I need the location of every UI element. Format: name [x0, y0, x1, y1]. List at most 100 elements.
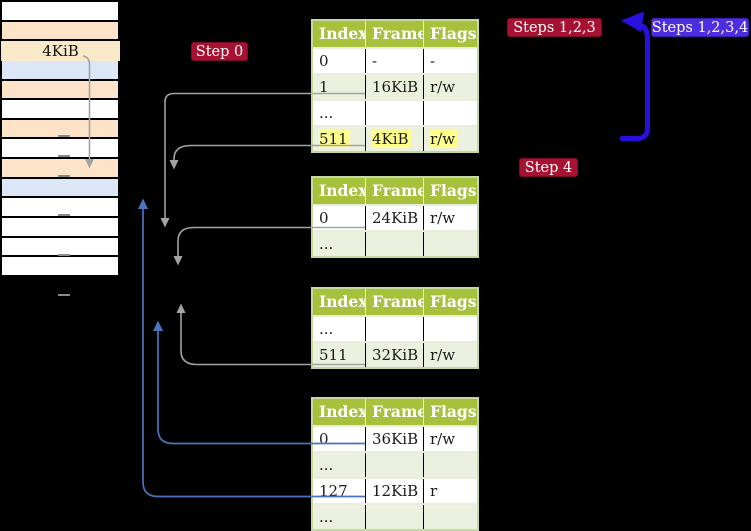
table-header-row: Index Frame Flags	[313, 178, 477, 204]
page-table-3: Index Frame Flags ... 511 32KiB r/w	[311, 287, 479, 369]
table-cell: 127	[319, 482, 348, 500]
table-cell	[365, 317, 423, 341]
memory-frame-row	[2, 176, 118, 197]
table-cell	[365, 101, 423, 125]
column-header: Index	[319, 292, 365, 311]
address-tick	[58, 214, 70, 216]
address-tick	[58, 294, 70, 296]
table-row: ...	[313, 230, 477, 256]
step-4-badge: Step 4	[519, 158, 578, 177]
table-cell: ...	[319, 104, 334, 122]
table-row: 0 - -	[313, 47, 477, 73]
table-cell: r/w	[423, 75, 477, 99]
table-cell: r	[423, 479, 477, 503]
memory-frame-row	[2, 2, 118, 20]
table-cell: -	[423, 49, 477, 73]
table-header-row: Index Frame Flags	[313, 21, 477, 47]
memory-frame-row	[2, 58, 118, 79]
table-cell	[423, 505, 477, 529]
table-cell	[423, 317, 477, 341]
table-cell: 4KiB	[365, 127, 423, 151]
table-cell: r/w	[423, 343, 477, 367]
column-header: Frame	[365, 21, 423, 47]
address-tick	[58, 155, 70, 157]
table-cell: 12KiB	[365, 479, 423, 503]
memory-frame-row	[2, 196, 118, 217]
arrowhead-up	[138, 198, 148, 209]
address-tick	[58, 254, 70, 256]
arrowhead-down	[160, 218, 170, 228]
table-row: 1 16KiB r/w	[313, 73, 477, 99]
table-row: ...	[313, 99, 477, 125]
column-header: Index	[319, 402, 365, 421]
table-cell: 1	[319, 78, 329, 96]
table-cell: 511	[313, 127, 365, 151]
loop-arrowhead-left	[621, 11, 644, 32]
table-cell: 0	[319, 52, 329, 70]
table-row: ...	[313, 451, 477, 477]
table-cell	[365, 232, 423, 256]
table-cell: 32KiB	[365, 343, 423, 367]
table-cell	[365, 453, 423, 477]
table-cell	[423, 101, 477, 125]
table-header-row: Index Frame Flags	[313, 289, 477, 315]
arrowhead-up	[176, 303, 186, 313]
loop-arrow	[619, 22, 650, 141]
table-cell: 36KiB	[365, 427, 423, 451]
table-header-row: Index Frame Flags	[313, 399, 477, 425]
steps-123-badge: Steps 1,2,3	[507, 18, 602, 37]
table-cell	[423, 232, 477, 256]
column-header: Frame	[365, 399, 423, 425]
address-tick	[58, 135, 70, 137]
table-cell: ...	[319, 235, 334, 253]
column-header: Flags	[423, 178, 477, 204]
page-size-label: 4KiB	[1, 41, 120, 61]
arrowhead-up	[153, 320, 163, 331]
column-header: Index	[319, 24, 365, 43]
table-cell: 24KiB	[365, 206, 423, 230]
highlighted-value: 511	[319, 130, 350, 148]
page-table-1: Index Frame Flags 0 - - 1 16KiB r/w ... …	[311, 19, 479, 153]
column-header: Flags	[423, 289, 477, 315]
table-cell	[423, 453, 477, 477]
highlighted-value: r/w	[430, 130, 458, 148]
memory-frame-row	[2, 216, 118, 236]
table-row: 0 36KiB r/w	[313, 425, 477, 451]
table-cell: r/w	[423, 127, 477, 151]
table-cell: 511	[319, 346, 348, 364]
page-table-2: Index Frame Flags 0 24KiB r/w ...	[311, 176, 479, 258]
table-cell	[365, 505, 423, 529]
table-cell: ...	[319, 456, 334, 474]
table-row: 0 24KiB r/w	[313, 204, 477, 230]
table-cell: ...	[319, 508, 334, 526]
memory-frame-row	[2, 235, 118, 256]
column-header: Index	[319, 181, 365, 200]
column-header: Flags	[423, 399, 477, 425]
memory-frame-row	[2, 98, 118, 118]
memory-frame-row	[2, 157, 118, 177]
arrowhead-down	[173, 256, 183, 266]
column-header: Frame	[365, 289, 423, 315]
table-row: 511 32KiB r/w	[313, 341, 477, 367]
arrowhead-down	[169, 160, 179, 170]
page-table-4: Index Frame Flags 0 36KiB r/w ... 127 12…	[311, 397, 479, 531]
column-header: Frame	[365, 178, 423, 204]
table-row: 127 12KiB r	[313, 477, 477, 503]
column-header: Flags	[423, 21, 477, 47]
step-0-badge: Step 0	[191, 42, 248, 61]
table-cell: r/w	[423, 206, 477, 230]
memory-frame-row	[2, 78, 118, 99]
memory-frame-row	[2, 255, 118, 275]
steps-1234-badge: Steps 1,2,3,4	[651, 18, 749, 37]
memory-frame-row	[2, 19, 118, 40]
table-cell: r/w	[423, 427, 477, 451]
table-row-highlighted: 511 4KiB r/w	[313, 125, 477, 151]
table-row: ...	[313, 503, 477, 529]
table-cell: ...	[319, 320, 334, 338]
table-row: ...	[313, 315, 477, 341]
address-tick	[58, 175, 70, 177]
table-cell: 0	[319, 430, 329, 448]
table-cell: 0	[319, 209, 329, 227]
table-cell: 16KiB	[365, 75, 423, 99]
